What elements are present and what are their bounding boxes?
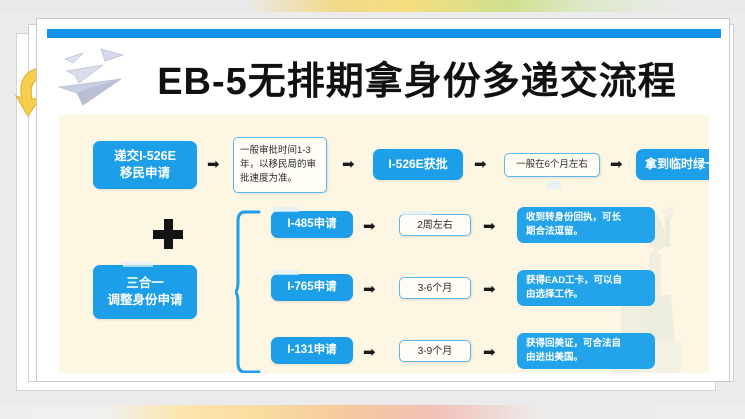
arrow-right-icon: ➡ — [483, 280, 496, 298]
note-line-3: 批速度为准。 — [240, 173, 298, 185]
node-label: I-765申请 — [287, 280, 337, 293]
note-green-card-timeline: 一般在6个月左右 — [504, 153, 600, 177]
arrow-right-icon: ➡ — [483, 343, 496, 361]
curly-brace-icon — [230, 209, 261, 373]
note-i131-duration: 3-9个月 — [399, 340, 471, 362]
note-label: 3-9个月 — [417, 345, 453, 357]
arrow-right-icon: ➡ — [610, 155, 623, 173]
node-line-2: 调整身份申请 — [107, 293, 183, 307]
node-i485-result[interactable]: 收到转身份回执，可长 期合法逗留。 — [517, 207, 655, 243]
paper-plane-icon — [49, 43, 179, 109]
result-line-2: 由进出美国。 — [526, 352, 584, 363]
plus-sign-icon — [153, 219, 183, 249]
bottom-gradient-strip — [0, 405, 745, 419]
node-line-1: 三合一 — [126, 276, 164, 291]
slide-page: EB-5无排期拿身份多递交流程 — [36, 18, 730, 382]
result-line-1: 获得EAD工卡，可以自 — [526, 274, 623, 286]
node-three-in-one-adjustment[interactable]: 三合一 调整身份申请 — [93, 265, 197, 319]
node-i131-result[interactable]: 获得回美证，可合法自 由进出美国。 — [517, 333, 655, 369]
note-i485-duration: 2周左右 — [399, 214, 471, 236]
node-temporary-green-card[interactable]: 拿到临时绿卡 — [636, 149, 709, 180]
node-line-1: 递交I-526E — [114, 149, 176, 164]
arrow-right-icon: ➡ — [363, 280, 376, 298]
result-line-2: 期合法逗留。 — [526, 226, 584, 237]
note-label: 一般在6个月左右 — [516, 158, 588, 170]
note-line-1: 一般审批时间1-3 — [240, 144, 311, 156]
arrow-right-icon: ➡ — [363, 343, 376, 361]
header-blue-bar — [47, 29, 721, 38]
result-line-1: 收到转身份回执，可长 — [526, 211, 622, 223]
result-line-1: 获得回美证，可合法自 — [526, 337, 622, 349]
node-line-2: 移民申请 — [119, 166, 170, 180]
node-submit-i526e[interactable]: 递交I-526E 移民申请 — [93, 141, 197, 189]
note-label: 3-6个月 — [417, 282, 453, 294]
arrow-right-icon: ➡ — [483, 217, 496, 235]
note-i526e-timeline: 一般审批时间1-3 年，以移民局的审 批速度为准。 — [233, 137, 327, 193]
node-i526e-approved[interactable]: I-526E获批 — [373, 149, 463, 180]
flowchart-panel: 递交I-526E 移民申请 ➡ 一般审批时间1-3 年，以移民局的审 批速度为准… — [59, 115, 709, 373]
node-i765-result[interactable]: 获得EAD工卡，可以自 由选择工作。 — [517, 270, 655, 306]
arrow-right-icon: ➡ — [363, 217, 376, 235]
page-title: EB-5无排期拿身份多递交流程 — [157, 60, 677, 103]
note-i765-duration: 3-6个月 — [399, 277, 471, 299]
artifact-smudge — [547, 181, 561, 189]
arrow-right-icon: ➡ — [342, 155, 355, 173]
node-label: 拿到临时绿卡 — [644, 157, 709, 172]
arrow-right-icon: ➡ — [474, 155, 487, 173]
note-label: 2周左右 — [417, 219, 453, 231]
node-i485-application[interactable]: I-485申请 — [271, 211, 353, 238]
node-i131-application[interactable]: I-131申请 — [271, 337, 353, 364]
node-label: I-485申请 — [287, 217, 337, 230]
result-line-2: 由选择工作。 — [526, 289, 584, 300]
top-gradient-strip — [0, 0, 745, 12]
note-line-2: 年，以移民局的审 — [240, 158, 317, 170]
arrow-right-icon: ➡ — [207, 155, 220, 173]
node-label: I-526E获批 — [388, 157, 448, 172]
node-i765-application[interactable]: I-765申请 — [271, 274, 353, 301]
node-label: I-131申请 — [287, 343, 337, 356]
